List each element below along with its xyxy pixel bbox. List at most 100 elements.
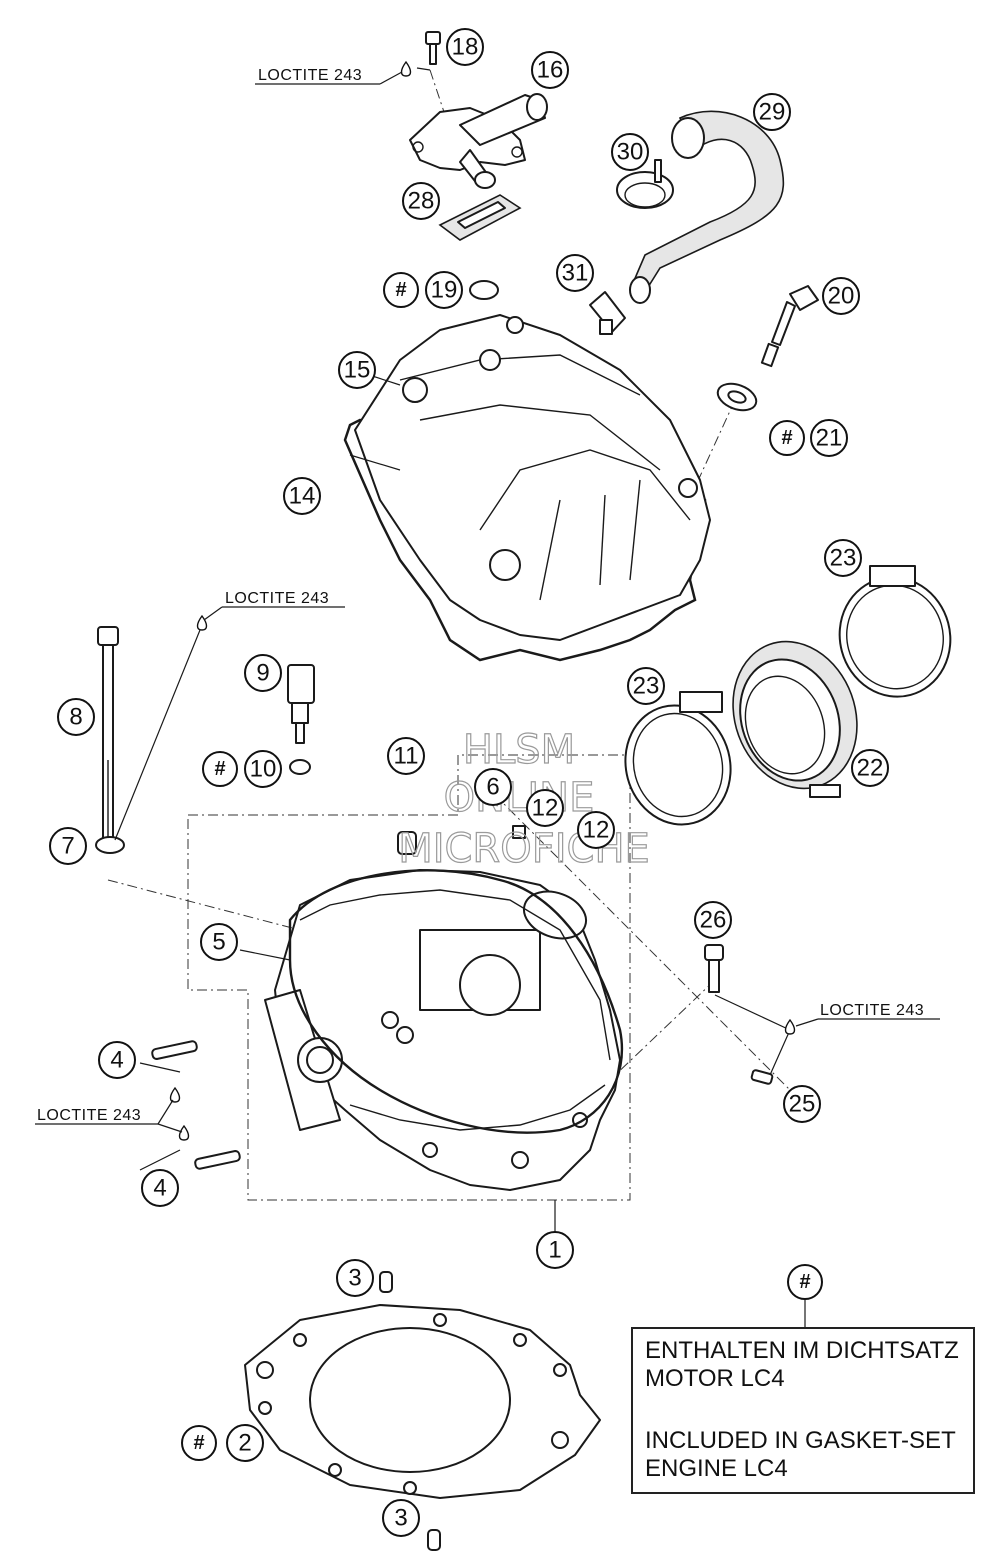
callout-23-lower: 23: [627, 667, 665, 705]
legend-en-line-2: ENGINE LC4: [645, 1455, 788, 1482]
svg-text:#: #: [395, 279, 406, 301]
svg-text:7: 7: [61, 833, 74, 860]
svg-text:5: 5: [212, 929, 225, 956]
hex-bolt-18: [425, 31, 441, 65]
valve-cover: [354, 314, 711, 641]
callout-30: 30: [611, 133, 649, 171]
loctite-label-top: LOCTITE 243: [258, 67, 362, 84]
svg-text:12: 12: [532, 795, 559, 822]
svg-text:29: 29: [759, 99, 786, 126]
callout-10: 10: [244, 750, 282, 788]
svg-text:25: 25: [789, 1091, 816, 1118]
gasket-set-legend: ENTHALTEN IM DICHTSATZ MOTOR LC4 INCLUDE…: [631, 1327, 975, 1494]
o-ring-10: [289, 759, 311, 775]
bolt-axis-line: [107, 879, 301, 931]
svg-text:11: 11: [394, 743, 419, 770]
sealing-washer-21: [716, 382, 758, 412]
temperature-sensor: [287, 664, 315, 744]
assembly-outline: [187, 754, 631, 1201]
callout-5: 5: [200, 923, 238, 961]
svg-text:20: 20: [828, 283, 855, 310]
svg-text:23: 23: [633, 673, 660, 700]
callout-14: 14: [283, 477, 321, 515]
loctite-label-dowels: LOCTITE 243: [37, 1107, 141, 1124]
plug-12: [512, 825, 526, 839]
svg-text:4: 4: [153, 1175, 166, 1202]
intake-flange: [732, 640, 858, 798]
svg-text:18: 18: [452, 34, 479, 61]
callout-28: 28: [402, 182, 440, 220]
thermostat-housing: [409, 93, 548, 189]
hose-clamp-30: [616, 159, 674, 209]
svg-text:26: 26: [700, 907, 727, 934]
svg-text:19: 19: [431, 277, 458, 304]
svg-text:9: 9: [256, 660, 269, 687]
hash-marker-21: #: [769, 420, 805, 456]
svg-text:23: 23: [830, 545, 857, 572]
o-ring-19: [469, 280, 499, 300]
stud-bolt-8: [97, 626, 119, 841]
legend-en-line-1: INCLUDED IN GASKET-SET: [645, 1427, 956, 1454]
callout-7: 7: [49, 827, 87, 865]
svg-text:10: 10: [250, 756, 277, 783]
watermark-line-2: ONLINE: [444, 775, 595, 821]
svg-text:#: #: [214, 758, 225, 780]
svg-text:14: 14: [289, 483, 316, 510]
cover-bolt-axis: [679, 399, 736, 521]
callout-19: 19: [425, 271, 463, 309]
svg-text:16: 16: [537, 57, 564, 84]
stud-25: [750, 1069, 774, 1085]
thermostat-gasket: [438, 194, 522, 241]
callout-16: 16: [531, 51, 569, 89]
svg-text:2: 2: [238, 1430, 251, 1457]
dowel-pin-4-upper: [151, 1040, 198, 1060]
bolt-26: [704, 944, 724, 993]
svg-text:3: 3: [348, 1265, 361, 1292]
svg-text:8: 8: [69, 704, 82, 731]
cover-bolt-20: [760, 285, 819, 368]
svg-text:4: 4: [110, 1047, 123, 1074]
svg-text:#: #: [193, 1432, 204, 1454]
watermark-line-1: HLSM: [463, 727, 575, 773]
loctite-labels: LOCTITE 243 LOCTITE 243 LOCTITE 243 LOCT…: [35, 67, 940, 1133]
bolt-axis-line-right: [609, 979, 716, 1081]
cylinder-head: [264, 869, 621, 1191]
hose-clamp-23-upper: [838, 565, 952, 698]
callout-26: 26: [694, 901, 732, 939]
callout-29: 29: [753, 93, 791, 131]
callout-15: 15: [338, 351, 376, 389]
callout-18: 18: [446, 28, 484, 66]
callout-20: 20: [822, 277, 860, 315]
hash-marker-10: #: [202, 751, 238, 787]
svg-text:30: 30: [617, 139, 644, 166]
svg-text:22: 22: [857, 755, 884, 782]
svg-text:6: 6: [486, 774, 499, 801]
callout-4-lower: 4: [141, 1169, 179, 1207]
svg-text:1: 1: [548, 1237, 561, 1264]
callout-12-b: 12: [577, 811, 615, 849]
legend-de-line-2: MOTOR LC4: [645, 1365, 785, 1392]
dowel-3-upper: [379, 1271, 393, 1293]
hash-marker-legend: #: [787, 1264, 823, 1300]
sensor-31: [589, 291, 626, 335]
head-gasket: [244, 1304, 601, 1499]
svg-text:#: #: [781, 427, 792, 449]
loctite-label-stud: LOCTITE 243: [225, 590, 329, 607]
stud-axis-line: [479, 779, 791, 1091]
dowel-pin-4-lower: [194, 1150, 241, 1170]
callout-3-lower: 3: [382, 1499, 420, 1537]
watermark: HLSM ONLINE MICROFICHE: [398, 726, 651, 872]
svg-text:12: 12: [583, 817, 610, 844]
svg-text:28: 28: [408, 188, 435, 215]
callout-22: 22: [851, 749, 889, 787]
svg-text:#: #: [799, 1271, 810, 1293]
svg-text:15: 15: [344, 357, 371, 384]
hash-marker-19: #: [383, 272, 419, 308]
hash-marker-2: #: [181, 1425, 217, 1461]
hose-clamp-23-lower: [624, 691, 732, 826]
callout-8: 8: [57, 698, 95, 736]
callout-25: 25: [783, 1085, 821, 1123]
dowel-3-lower: [427, 1529, 441, 1551]
bushing-11: [397, 831, 417, 855]
